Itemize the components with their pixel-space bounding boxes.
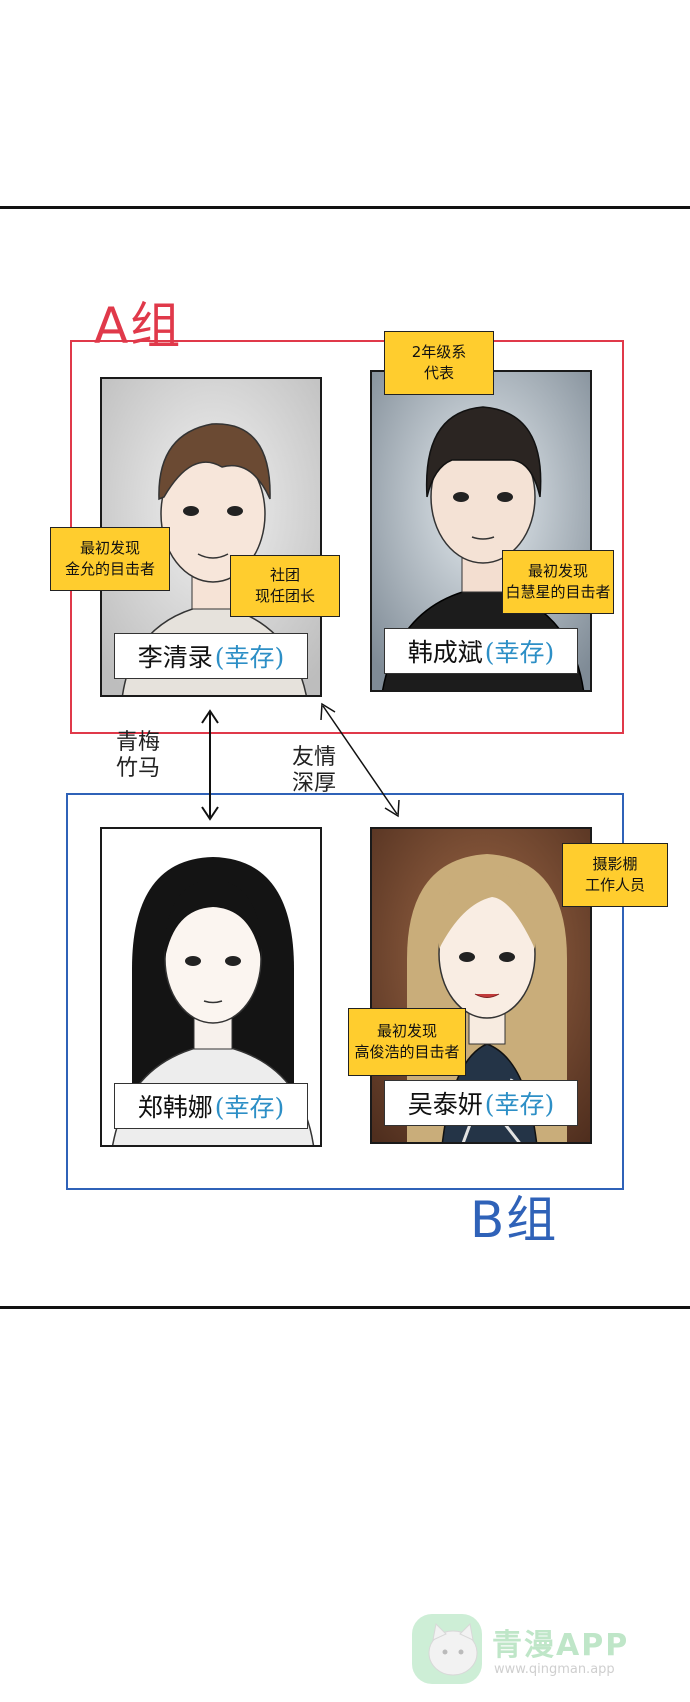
sticky-note: 摄影棚 工作人员 bbox=[562, 843, 668, 907]
note-line: 金允的目击者 bbox=[64, 560, 155, 578]
cat-logo-icon bbox=[412, 1614, 482, 1684]
note-line: 社团 bbox=[269, 566, 300, 584]
character-card: 郑韩娜(幸存) bbox=[100, 827, 322, 1147]
double-arrow-icon bbox=[320, 702, 400, 818]
sticky-note: 社团 现任团长 bbox=[230, 555, 340, 617]
status-label: (幸存) bbox=[484, 638, 555, 667]
note-line: 现任团长 bbox=[254, 587, 315, 605]
character-name: 郑韩娜 bbox=[137, 1093, 213, 1122]
watermark-url: www.qingman.app bbox=[494, 1662, 615, 1677]
note-line: 代表 bbox=[423, 364, 454, 382]
note-line: 最初发现 bbox=[376, 1022, 437, 1040]
sticky-note: 最初发现 白慧星的目击者 bbox=[502, 550, 614, 614]
panel-top-border bbox=[0, 206, 690, 209]
sticky-note: 最初发现 高俊浩的目击者 bbox=[348, 1008, 466, 1076]
sticky-note: 最初发现 金允的目击者 bbox=[50, 527, 170, 591]
name-tag: 韩成斌(幸存) bbox=[384, 628, 578, 674]
status-label: (幸存) bbox=[214, 643, 285, 672]
character-card: 韩成斌(幸存) bbox=[370, 370, 592, 692]
character-name: 李清录 bbox=[137, 643, 213, 672]
watermark-title: 青漫APP bbox=[492, 1628, 630, 1663]
group-a-label: A组 bbox=[94, 297, 183, 355]
relation-line: 竹马 bbox=[115, 756, 160, 781]
panel-bottom-border bbox=[0, 1306, 690, 1309]
note-line: 工作人员 bbox=[584, 876, 645, 894]
name-tag: 郑韩娜(幸存) bbox=[114, 1083, 308, 1129]
character-name: 韩成斌 bbox=[407, 638, 483, 667]
group-b-label: B组 bbox=[470, 1191, 559, 1249]
relation-line: 友情 bbox=[291, 745, 336, 770]
group-b-box bbox=[66, 793, 624, 1190]
status-label: (幸存) bbox=[214, 1093, 285, 1122]
sticky-note: 2年级系 代表 bbox=[384, 331, 494, 395]
note-line: 摄影棚 bbox=[592, 855, 638, 873]
portrait-illustration bbox=[102, 829, 320, 1145]
note-line: 高俊浩的目击者 bbox=[354, 1043, 460, 1061]
note-line: 2年级系 bbox=[411, 343, 467, 361]
relation-line: 深厚 bbox=[291, 771, 336, 796]
relation-label: 青梅 竹马 bbox=[108, 730, 168, 782]
double-arrow-icon bbox=[201, 709, 219, 821]
note-line: 白慧星的目击者 bbox=[505, 583, 611, 601]
relation-line: 青梅 bbox=[115, 730, 160, 755]
note-line: 最初发现 bbox=[79, 539, 140, 557]
status-label: (幸存) bbox=[484, 1090, 555, 1119]
name-tag: 吴泰妍(幸存) bbox=[384, 1080, 578, 1126]
relation-label: 友情 深厚 bbox=[284, 745, 344, 797]
character-name: 吴泰妍 bbox=[407, 1090, 483, 1119]
watermark: 青漫APP www.qingman.app bbox=[408, 1608, 668, 1688]
character-card: 李清录(幸存) bbox=[100, 377, 322, 697]
name-tag: 李清录(幸存) bbox=[114, 633, 308, 679]
note-line: 最初发现 bbox=[527, 562, 588, 580]
character-card: 吴泰妍(幸存) bbox=[370, 827, 592, 1144]
